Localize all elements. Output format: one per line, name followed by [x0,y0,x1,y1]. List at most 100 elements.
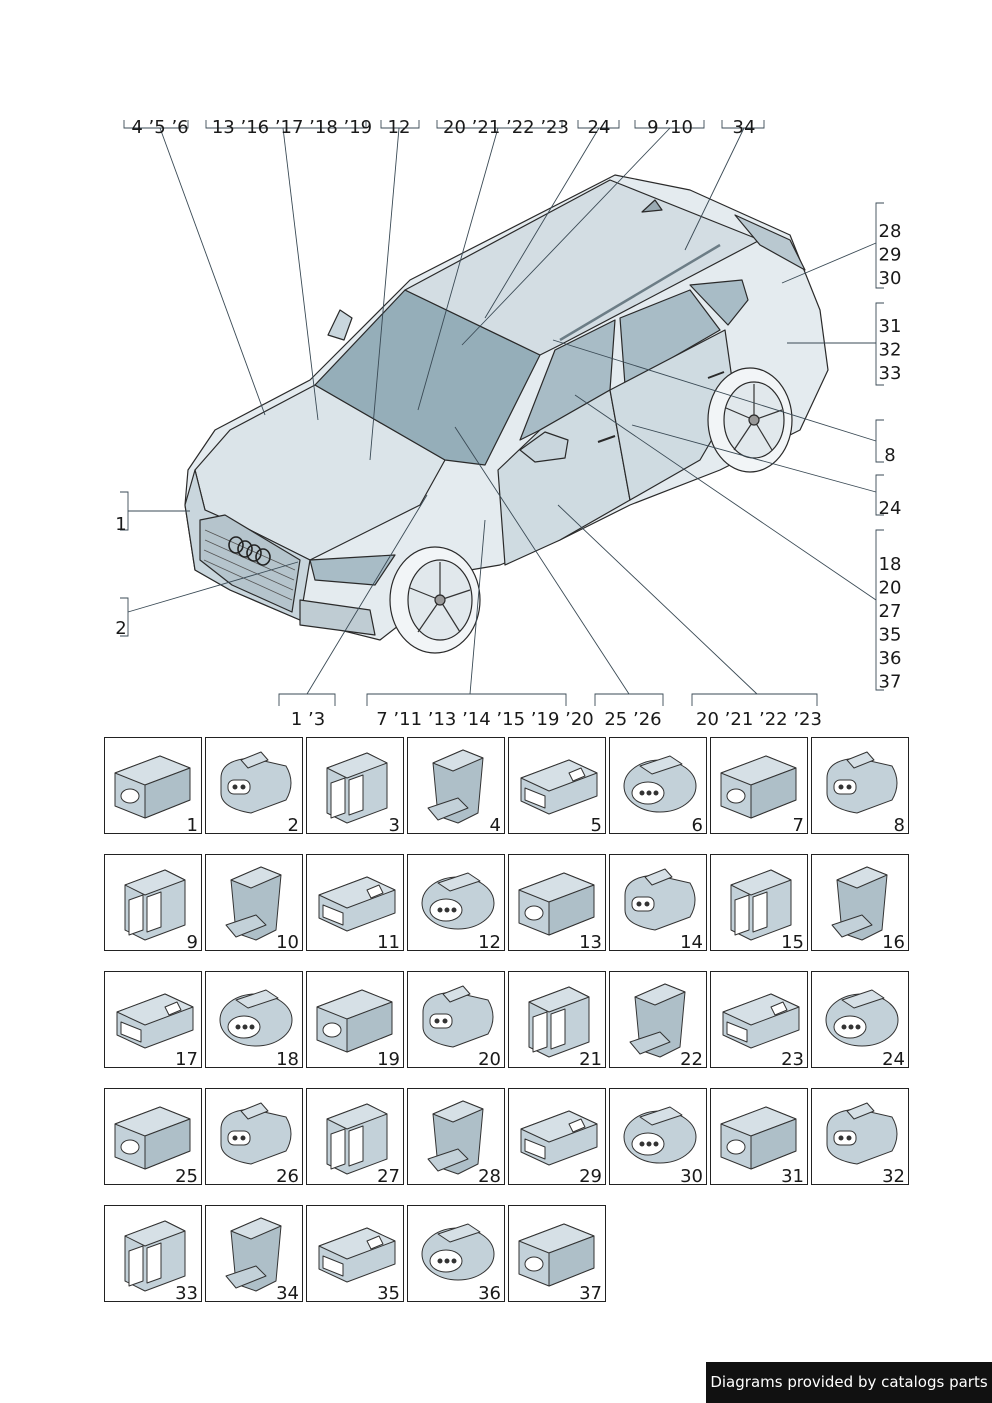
connector-number: 3 [387,815,401,834]
connector-cell-23[interactable]: 23 [710,971,808,1068]
callout-top-3: 20 ’21 ’22 ’23 [443,117,569,138]
callout-top-6: 34 [733,117,756,138]
connector-cell-7[interactable]: 7 [710,737,808,834]
connector-cell-17[interactable]: 17 [104,971,202,1068]
connector-cell-15[interactable]: 15 [710,854,808,951]
callout-left-0: 1 [115,514,126,535]
connector-number: 8 [892,815,906,834]
connector-cell-13[interactable]: 13 [508,854,606,951]
callout-right-3-0: 24 [879,498,902,519]
callout-right-0-0: 28 [879,221,902,242]
connector-number: 10 [275,932,300,951]
connector-number: 14 [679,932,704,951]
connector-cell-21[interactable]: 21 [508,971,606,1068]
connector-number: 36 [477,1283,502,1302]
callout-right-2-0: 8 [884,445,895,466]
car-illustration [184,174,829,654]
callout-right-4-0: 18 [879,554,902,575]
connector-number: 37 [578,1283,603,1302]
connector-cell-14[interactable]: 14 [609,854,707,951]
callout-right-4-2: 27 [879,601,902,622]
connector-cell-29[interactable]: 29 [508,1088,606,1185]
connector-number: 1 [185,815,199,834]
connector-cell-31[interactable]: 31 [710,1088,808,1185]
connector-cell-33[interactable]: 33 [104,1205,202,1302]
connector-cell-1[interactable]: 1 [104,737,202,834]
connector-cell-11[interactable]: 11 [306,854,404,951]
callout-top-5: 9 ’10 [647,117,693,138]
connector-cell-8[interactable]: 8 [811,737,909,834]
connector-cell-27[interactable]: 27 [306,1088,404,1185]
connector-number: 29 [578,1166,603,1185]
callout-top-4: 24 [588,117,611,138]
connector-number: 20 [477,1049,502,1068]
connector-number: 27 [376,1166,401,1185]
connector-number: 2 [286,815,300,834]
connector-cell-37[interactable]: 37 [508,1205,606,1302]
connector-cell-36[interactable]: 36 [407,1205,505,1302]
callout-right-1-1: 32 [879,340,902,361]
connector-number: 18 [275,1049,300,1068]
connector-number: 25 [174,1166,199,1185]
connector-number: 16 [881,932,906,951]
callout-right-1-0: 31 [879,316,902,337]
connector-number: 30 [679,1166,704,1185]
callout-right-0-1: 29 [879,245,902,266]
connector-number: 35 [376,1283,401,1302]
connector-cell-18[interactable]: 18 [205,971,303,1068]
connector-cell-20[interactable]: 20 [407,971,505,1068]
connector-number: 5 [589,815,603,834]
connector-cell-30[interactable]: 30 [609,1088,707,1185]
connector-number: 24 [881,1049,906,1068]
connector-number: 33 [174,1283,199,1302]
connector-number: 23 [780,1049,805,1068]
connector-cell-26[interactable]: 26 [205,1088,303,1185]
callout-bottom-3: 20 ’21 ’22 ’23 [696,709,822,730]
connector-cell-3[interactable]: 3 [306,737,404,834]
connector-cell-25[interactable]: 25 [104,1088,202,1185]
connector-number: 28 [477,1166,502,1185]
callout-top-2: 12 [388,117,411,138]
callout-right-1-2: 33 [879,363,902,384]
connector-cell-10[interactable]: 10 [205,854,303,951]
connector-cell-5[interactable]: 5 [508,737,606,834]
connector-number: 4 [488,815,502,834]
connector-number: 7 [791,815,805,834]
connector-number: 13 [578,932,603,951]
connector-number: 9 [185,932,199,951]
connector-cell-6[interactable]: 6 [609,737,707,834]
connector-cell-34[interactable]: 34 [205,1205,303,1302]
connector-cell-9[interactable]: 9 [104,854,202,951]
callout-bottom-0: 1 ’3 [291,709,325,730]
connector-number: 17 [174,1049,199,1068]
connector-number: 26 [275,1166,300,1185]
connector-cell-22[interactable]: 22 [609,971,707,1068]
callout-right-4-3: 35 [879,625,902,646]
footer-credit[interactable]: Diagrams provided by catalogs parts [706,1362,992,1403]
leader-lines [120,120,884,706]
connector-number: 11 [376,932,401,951]
connector-number: 15 [780,932,805,951]
connector-number: 21 [578,1049,603,1068]
callout-right-4-4: 36 [879,648,902,669]
connector-cell-32[interactable]: 32 [811,1088,909,1185]
connector-cell-2[interactable]: 2 [205,737,303,834]
callout-bottom-2: 25 ’26 [604,709,661,730]
connector-cell-12[interactable]: 12 [407,854,505,951]
callout-left-1: 2 [115,618,126,639]
connector-cell-19[interactable]: 19 [306,971,404,1068]
callout-top-1: 13 ’16 ’17 ’18 ’19 [212,117,372,138]
connector-cell-16[interactable]: 16 [811,854,909,951]
connector-number: 6 [690,815,704,834]
connector-cell-24[interactable]: 24 [811,971,909,1068]
callout-right-4-1: 20 [879,578,902,599]
connector-number: 32 [881,1166,906,1185]
connector-cell-28[interactable]: 28 [407,1088,505,1185]
callout-top-0: 4 ’5 ’6 [131,117,188,138]
connector-number: 12 [477,932,502,951]
connector-number: 22 [679,1049,704,1068]
connector-cell-4[interactable]: 4 [407,737,505,834]
connector-number: 34 [275,1283,300,1302]
connector-number: 19 [376,1049,401,1068]
connector-cell-35[interactable]: 35 [306,1205,404,1302]
